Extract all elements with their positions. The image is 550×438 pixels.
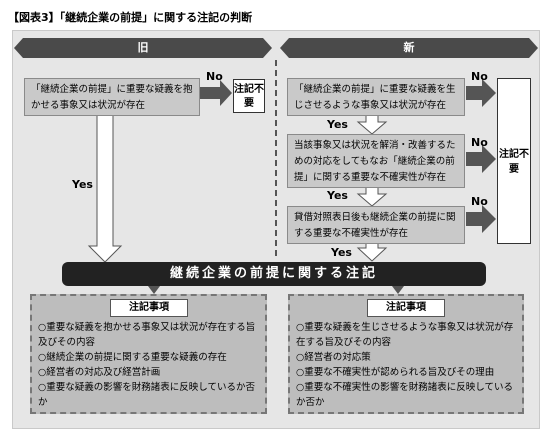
list-item: ○重要な疑義を生じさせるような事象又は状況が存在する旨及びその内容 — [296, 322, 514, 348]
notes-old-heading: 注記事項 — [110, 299, 188, 317]
old-not-required-box: 注記不要 — [233, 79, 265, 113]
new-no-label-1: No — [471, 70, 488, 83]
old-no-label: No — [206, 70, 223, 83]
list-item: ○重要な不確実性が認められる旨及びその理由 — [296, 367, 495, 378]
header-old: 旧 — [14, 38, 272, 58]
notes-new-heading: 注記事項 — [367, 299, 445, 317]
list-item: ○経営者の対応策 — [296, 352, 371, 363]
new-no-arrow-3 — [466, 205, 496, 233]
list-item: ○重要な不確実性の影響を財務諸表に反映しているか否か — [296, 382, 514, 408]
notes-old-list: ○重要な疑義を抱かせる事象又は状況が存在する旨及びその内容 ○継続企業の前提に関… — [38, 320, 260, 410]
list-item: ○重要な疑義を抱かせる事象又は状況が存在する旨及びその内容 — [38, 322, 256, 348]
new-yes-arrow-2 — [356, 186, 388, 207]
figure-title: 【図表3】「継続企業の前提」に関する注記の判断 — [8, 11, 253, 24]
old-yes-label: Yes — [72, 178, 93, 191]
old-question-box: 「継続企業の前提」に重要な疑義を抱かせる事象又は状況が存在 — [24, 78, 200, 116]
new-not-required-box: 注記不要 — [497, 78, 531, 244]
old-no-arrow — [200, 80, 232, 106]
new-yes-label-1: Yes — [327, 118, 348, 131]
new-question-3: 貸借対照表日後も継続企業の前提に関する重要な不確実性が存在 — [287, 206, 465, 244]
list-item: ○重要な疑義の影響を財務諸表に反映しているか否か — [38, 382, 256, 408]
new-no-label-2: No — [471, 136, 488, 149]
new-yes-arrow-3 — [356, 241, 388, 262]
new-no-arrow-1 — [466, 79, 496, 107]
new-yes-arrow-1 — [356, 114, 388, 135]
list-item: ○継続企業の前提に関する重要な疑義の存在 — [38, 352, 227, 363]
new-yes-label-3: Yes — [331, 246, 352, 259]
new-no-arrow-2 — [466, 145, 496, 173]
old-note-arrow — [148, 286, 160, 294]
old-yes-arrow — [87, 113, 123, 263]
new-yes-label-2: Yes — [327, 189, 348, 202]
new-no-label-3: No — [471, 195, 488, 208]
new-question-2: 当該事象又は状況を解消・改善するための対応をしてもなお「継続企業の前提」に関する… — [287, 134, 465, 188]
note-banner: 継続企業の前提に関する注記 — [62, 262, 486, 286]
header-new: 新 — [280, 38, 538, 58]
new-question-1: 「継続企業の前提」に重要な疑義を生じさせるような事象又は状況が存在 — [287, 78, 465, 116]
notes-new-list: ○重要な疑義を生じさせるような事象又は状況が存在する旨及びその内容 ○経営者の対… — [296, 320, 518, 410]
list-item: ○経営者の対応及び経営計画 — [38, 367, 161, 378]
new-note-arrow — [392, 286, 404, 294]
column-divider — [275, 60, 277, 256]
